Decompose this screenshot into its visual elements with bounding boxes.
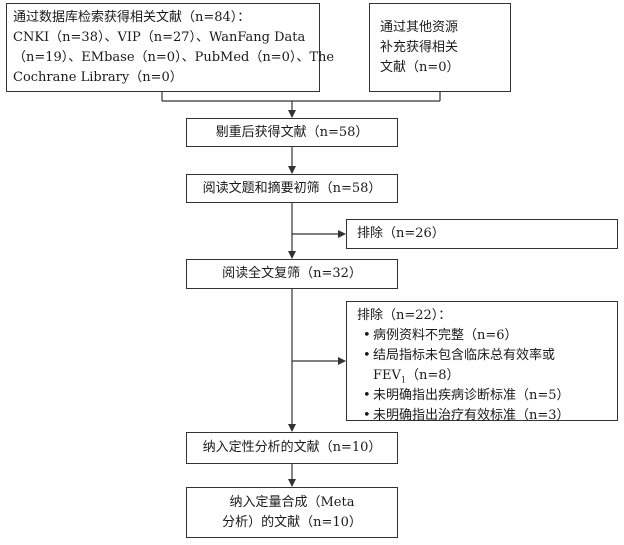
exclusion-reason-4: • 未明确指出治疗有效标准（n=3） [357, 406, 607, 426]
other-sources-line-3: 文献（n=0） [380, 60, 460, 75]
exclusion-reason-2: • 结局指标未包含临床总有效率或 FEV1（n=8） [363, 348, 556, 385]
database-retrieval-line-4: Cochrane Library（n=0） [13, 70, 183, 85]
meta-analysis-box: 纳入定量合成（Meta 分析）的文献（n=10） [186, 487, 398, 538]
other-sources-box: 通过其他资源 补充获得相关 文献（n=0） [369, 3, 511, 92]
fulltext-screening-text: 阅读全文复筛（n=32） [222, 266, 362, 281]
other-sources-line-2: 补充获得相关 [380, 40, 459, 55]
bullet-dot: • [363, 388, 371, 403]
dedup-text: 剔重后获得文献（n=58） [215, 124, 369, 140]
dedup-box: 剔重后获得文献（n=58） [186, 118, 398, 147]
database-retrieval-line-3: （n=19）、EMbase（n=0）、PubMed（n=0）、The [13, 50, 335, 65]
bullet-dot: • [363, 328, 371, 343]
database-retrieval-box: 通过数据库检索获得相关文献（n=84）： CNKI（n=38）、VIP（n=27… [6, 3, 335, 92]
database-retrieval-line-1: 通过数据库检索获得相关文献（n=84）： [13, 10, 251, 25]
bullet-dot: • [363, 348, 371, 363]
exclusion-reason-1: • 病例资料不完整（n=6） [357, 326, 607, 346]
other-sources-line-1: 通过其他资源 [380, 20, 459, 35]
database-retrieval-line-2: CNKI（n=38）、VIP（n=27）、WanFang Data [13, 30, 306, 45]
title-abstract-screening-box: 阅读文题和摘要初筛（n=58） [186, 174, 398, 203]
fulltext-screening-box: 阅读全文复筛（n=32） [186, 259, 398, 289]
meta-analysis-line-2: 分析）的文献（n=10） [222, 514, 362, 530]
qualitative-analysis-text: 纳入定性分析的文献（n=10） [202, 440, 382, 455]
exclusion-2-reasons: • 病例资料不完整（n=6） • 结局指标未包含临床总有效率或 FEV1（n=8… [357, 326, 607, 426]
meta-analysis-line-1: 纳入定量合成（Meta [229, 494, 355, 510]
exclusion-box-2: 排除（n=22）： • 病例资料不完整（n=6） • 结局指标未包含临床总有效率… [346, 301, 618, 423]
title-abstract-screening-text: 阅读文题和摘要初筛（n=58） [202, 180, 382, 196]
exclusion-reason-3: • 未明确指出疾病诊断标准（n=5） [357, 386, 607, 406]
bullet-dot: • [363, 408, 371, 423]
exclusion-box-1: 排除（n=26） [346, 219, 618, 249]
exclusion-1-text: 排除（n=26） [357, 226, 445, 241]
exclusion-2-title: 排除（n=22）： [357, 308, 452, 323]
qualitative-analysis-box: 纳入定性分析的文献（n=10） [186, 432, 398, 464]
